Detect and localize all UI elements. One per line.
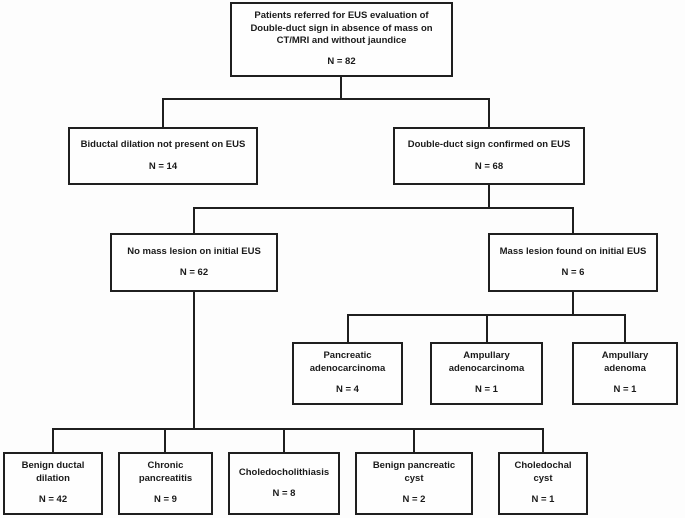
node-mass-found: Mass lesion found on initial EUS N = 6 — [488, 233, 658, 292]
node-biductal-absent-count: N = 14 — [148, 160, 178, 172]
connector-drop-no-mass — [193, 207, 195, 234]
node-ampullary-adenoma-label: Ampullary adenoma — [601, 350, 649, 374]
connector-drop-pancreatic-adenocarcinoma — [347, 314, 349, 343]
connector-drop-ampullary-adenoma — [624, 314, 626, 343]
node-ampullary-adenoma: Ampullary adenoma N = 1 — [572, 342, 678, 405]
node-dds-confirmed: Double-duct sign confirmed on EUS N = 68 — [393, 127, 585, 185]
node-benign-ductal-dilation-count: N = 42 — [38, 494, 68, 506]
connector-drop-dds-confirmed — [488, 98, 490, 127]
node-ampullary-adenocarcinoma: Ampullary adenocarcinoma N = 1 — [430, 342, 543, 405]
node-biductal-absent-label: Biductal dilation not present on EUS — [80, 139, 246, 151]
connector-drop-chronic-pancreatitis — [164, 428, 166, 453]
node-choledochal-cyst-label: Choledochal cyst — [514, 460, 572, 484]
node-pancreatic-adenocarcinoma: Pancreatic adenocarcinoma N = 4 — [292, 342, 403, 405]
node-pancreatic-adenocarcinoma-count: N = 4 — [336, 384, 359, 396]
node-choledochal-cyst: Choledochal cyst N = 1 — [498, 452, 588, 515]
node-benign-ductal-dilation: Benign ductal dilation N = 42 — [3, 452, 103, 515]
node-choledocholithiasis-count: N = 8 — [272, 488, 296, 499]
node-chronic-pancreatitis-count: N = 9 — [154, 494, 177, 506]
node-biductal-absent: Biductal dilation not present on EUS N =… — [68, 127, 258, 185]
connector-root-stub — [340, 76, 342, 99]
connector-bottom-rail — [52, 428, 544, 430]
node-benign-ductal-dilation-label: Benign ductal dilation — [21, 460, 85, 484]
node-ampullary-adenocarcinoma-count: N = 1 — [475, 384, 498, 396]
node-no-mass-label: No mass lesion on initial EUS — [127, 245, 261, 257]
connector-drop-ampullary-adenocarcinoma — [486, 314, 488, 343]
node-choledocholithiasis: Choledocholithiasis N = 8 — [228, 452, 340, 515]
connector-no-mass-stub — [193, 291, 195, 429]
connector-drop-choledochal-cyst — [542, 428, 544, 453]
connector-confirmed-stub — [488, 184, 490, 208]
connector-drop-benign-pancreatic-cyst — [413, 428, 415, 453]
node-mass-found-count: N = 6 — [561, 267, 585, 278]
node-chronic-pancreatitis: Chronic pancreatitis N = 9 — [118, 452, 213, 515]
node-dds-confirmed-label: Double-duct sign confirmed on EUS — [407, 139, 571, 151]
node-pancreatic-adenocarcinoma-label: Pancreatic adenocarcinoma — [309, 350, 386, 374]
connector-drop-mass-found — [572, 207, 574, 234]
node-root-count: N = 82 — [327, 56, 356, 68]
connector-drop-biductal-absent — [162, 98, 164, 127]
node-choledocholithiasis-label: Choledocholithiasis — [238, 466, 330, 478]
node-no-mass-count: N = 62 — [179, 267, 209, 278]
node-dds-confirmed-count: N = 68 — [474, 160, 504, 172]
node-root: Patients referred for EUS evaluation of … — [230, 2, 453, 77]
connector-mass-found-stub — [572, 291, 574, 315]
node-mass-found-label: Mass lesion found on initial EUS — [499, 245, 647, 257]
connector-level2-rail — [162, 98, 490, 100]
node-chronic-pancreatitis-label: Chronic pancreatitis — [138, 460, 193, 484]
node-no-mass: No mass lesion on initial EUS N = 62 — [110, 233, 278, 292]
connector-level3-rail — [193, 207, 574, 209]
node-choledochal-cyst-count: N = 1 — [531, 494, 555, 506]
connector-drop-choledocholithiasis — [283, 428, 285, 453]
node-benign-pancreatic-cyst-label: Benign pancreatic cyst — [372, 460, 456, 484]
node-ampullary-adenocarcinoma-label: Ampullary adenocarcinoma — [448, 350, 525, 374]
node-root-label: Patients referred for EUS evaluation of … — [250, 10, 433, 46]
node-ampullary-adenoma-count: N = 1 — [613, 384, 637, 396]
connector-drop-benign-ductal-dilation — [52, 428, 54, 453]
node-benign-pancreatic-cyst-count: N = 2 — [402, 494, 426, 506]
node-benign-pancreatic-cyst: Benign pancreatic cyst N = 2 — [355, 452, 473, 515]
